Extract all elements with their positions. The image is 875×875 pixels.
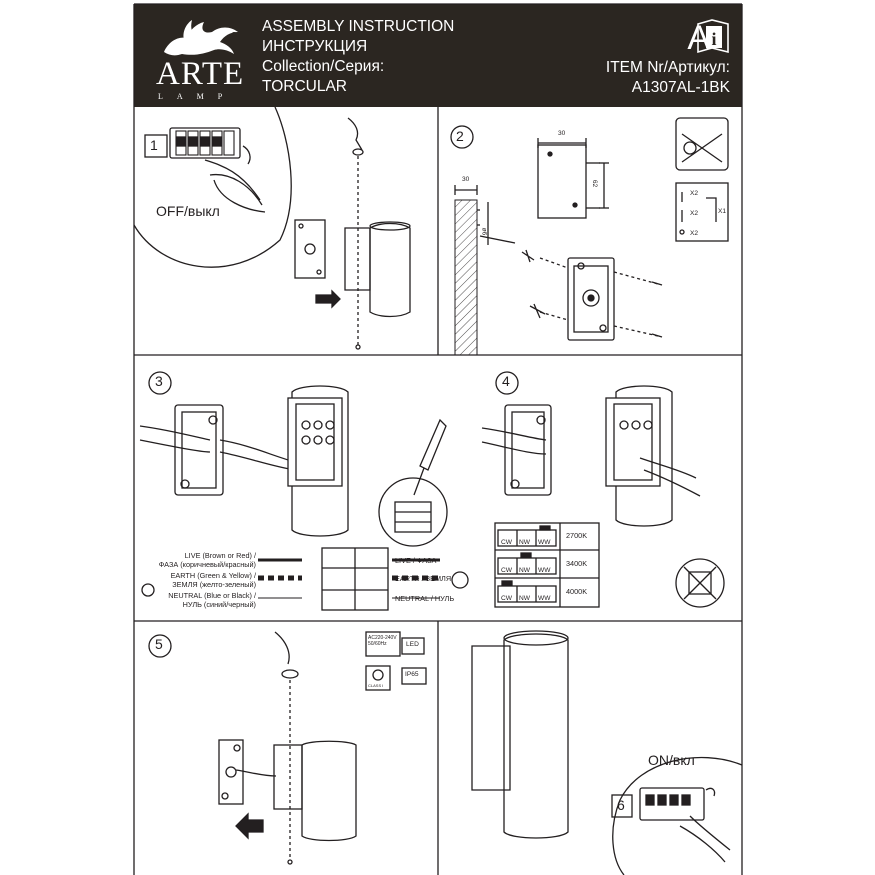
cct-2700k: 2700K xyxy=(566,531,588,540)
hand-switch xyxy=(639,457,701,497)
header-title-block: ASSEMBLY INSTRUCTION ИНСТРУКЦИЯ Collecti… xyxy=(262,17,454,97)
hand-bulb-1 xyxy=(347,117,363,151)
step2-number: 2 xyxy=(456,128,464,144)
ip-label: IP65 xyxy=(405,671,419,678)
brand-logo: ARTE LAMP xyxy=(134,4,256,107)
earth-symbol-left xyxy=(141,583,155,597)
anchor-1 xyxy=(521,249,535,263)
collection-label: Collection/Серия: xyxy=(262,58,385,75)
cable-in-3 xyxy=(139,425,211,453)
logo-wordmark: ARTE xyxy=(156,56,245,92)
cct-3400k: 3400K xyxy=(566,559,588,568)
cct-row1-nw: NW xyxy=(519,539,530,546)
step3-terminal-box xyxy=(287,397,343,487)
screwdriver xyxy=(419,418,447,471)
earth-left-label: EARTH (Green & Yellow) / ЗЕМЛЯ (желто-зе… xyxy=(170,571,256,589)
neutral-right-label: NEUTRAL / НУЛЬ xyxy=(395,594,455,603)
dim-width: 30 xyxy=(558,130,566,137)
neutral-left-label: NEUTRAL (Blue or Black) / НУЛЬ (синий/че… xyxy=(168,591,256,609)
collection-name: TORCULAR xyxy=(262,78,347,95)
step5-lamp-body xyxy=(301,740,357,842)
live-right-label: LIVE / ФАЗА xyxy=(395,556,437,565)
item-code: A1307AL-1BK xyxy=(631,79,730,96)
live-left-label: LIVE (Brown or Red) / ФАЗА (коричневый/к… xyxy=(158,551,256,569)
step3-lamp-body xyxy=(291,385,349,537)
title-en: ASSEMBLY INSTRUCTION xyxy=(262,18,455,35)
step5-number: 5 xyxy=(155,636,163,652)
item-label: ITEM Nr/Артикул: xyxy=(605,59,730,76)
qty-washer: X2 xyxy=(690,230,699,237)
final-lamp-body xyxy=(503,633,569,839)
info-book-icon: i xyxy=(697,19,729,54)
qty-key: X1 xyxy=(718,208,727,215)
cct-row2-ww: WW xyxy=(538,567,551,574)
rotate-arrow-on xyxy=(705,787,716,797)
qty-anchor: X2 xyxy=(690,210,699,217)
bulb-warning-box xyxy=(675,117,729,171)
cct-row1-ww: WW xyxy=(538,539,551,546)
step1-callout-arc xyxy=(133,106,292,268)
earth-right-label: EARTH / ЗЕМЛЯ xyxy=(395,574,452,583)
final-lamp-back xyxy=(471,645,511,791)
step3-number: 3 xyxy=(155,373,163,389)
cct-4000k: 4000K xyxy=(566,587,588,596)
cct-row2-cw: CW xyxy=(501,567,512,574)
dim-wall: 30 xyxy=(462,176,470,183)
rotate-arrow xyxy=(242,145,251,165)
arrow-right xyxy=(315,289,341,309)
svg-text:i: i xyxy=(711,29,716,49)
no-lamp-icon xyxy=(675,558,725,608)
item-block: ITEM Nr/Артикул: A1307AL-1BK xyxy=(606,58,730,98)
earth-symbol-right xyxy=(451,571,469,589)
step3-mount-plate xyxy=(174,404,224,496)
step1-mount-plate xyxy=(294,219,326,279)
step1-lamp-back xyxy=(344,227,371,291)
step5-lamp-back xyxy=(273,744,303,810)
cct-row3-nw: NW xyxy=(519,595,530,602)
on-label: ON/вкл xyxy=(648,752,695,768)
header-banner: ARTE LAMP ASSEMBLY INSTRUCTION ИНСТРУКЦИ… xyxy=(134,4,742,107)
anchor-2 xyxy=(529,303,546,319)
griffin-icon xyxy=(164,20,238,56)
terminal-block xyxy=(321,547,389,611)
drill-template xyxy=(537,144,587,219)
qty-screw: X2 xyxy=(690,190,699,197)
cct-row2-nw: NW xyxy=(519,567,530,574)
cct-row3-ww: WW xyxy=(538,595,551,602)
hand-bulb-5 xyxy=(274,631,290,665)
logo-subword: LAMP xyxy=(158,92,237,101)
arrow-left xyxy=(235,812,264,840)
hand-on xyxy=(679,815,731,863)
step6-number: 6 xyxy=(617,797,625,813)
class-label: CLASS I xyxy=(368,683,384,688)
step3-zoom-circle xyxy=(378,477,448,547)
dim-drill: ø6 xyxy=(480,227,488,236)
off-label: OFF/выкл xyxy=(156,203,220,219)
step5-mount-plate xyxy=(218,739,244,805)
dim-height: 62 xyxy=(591,179,599,188)
voltage-label: AC220-240V 50/60Hz xyxy=(368,635,397,647)
led-label: LED xyxy=(406,641,419,648)
cct-row3-cw: CW xyxy=(501,595,512,602)
step4-number: 4 xyxy=(502,373,510,389)
title-ru: ИНСТРУКЦИЯ xyxy=(262,38,368,55)
step6-callout-arc xyxy=(612,756,743,875)
step1-number: 1 xyxy=(150,137,158,153)
cct-row1-cw: CW xyxy=(501,539,512,546)
step1-lamp-body xyxy=(369,222,411,318)
step2-mount-plate xyxy=(567,257,615,341)
